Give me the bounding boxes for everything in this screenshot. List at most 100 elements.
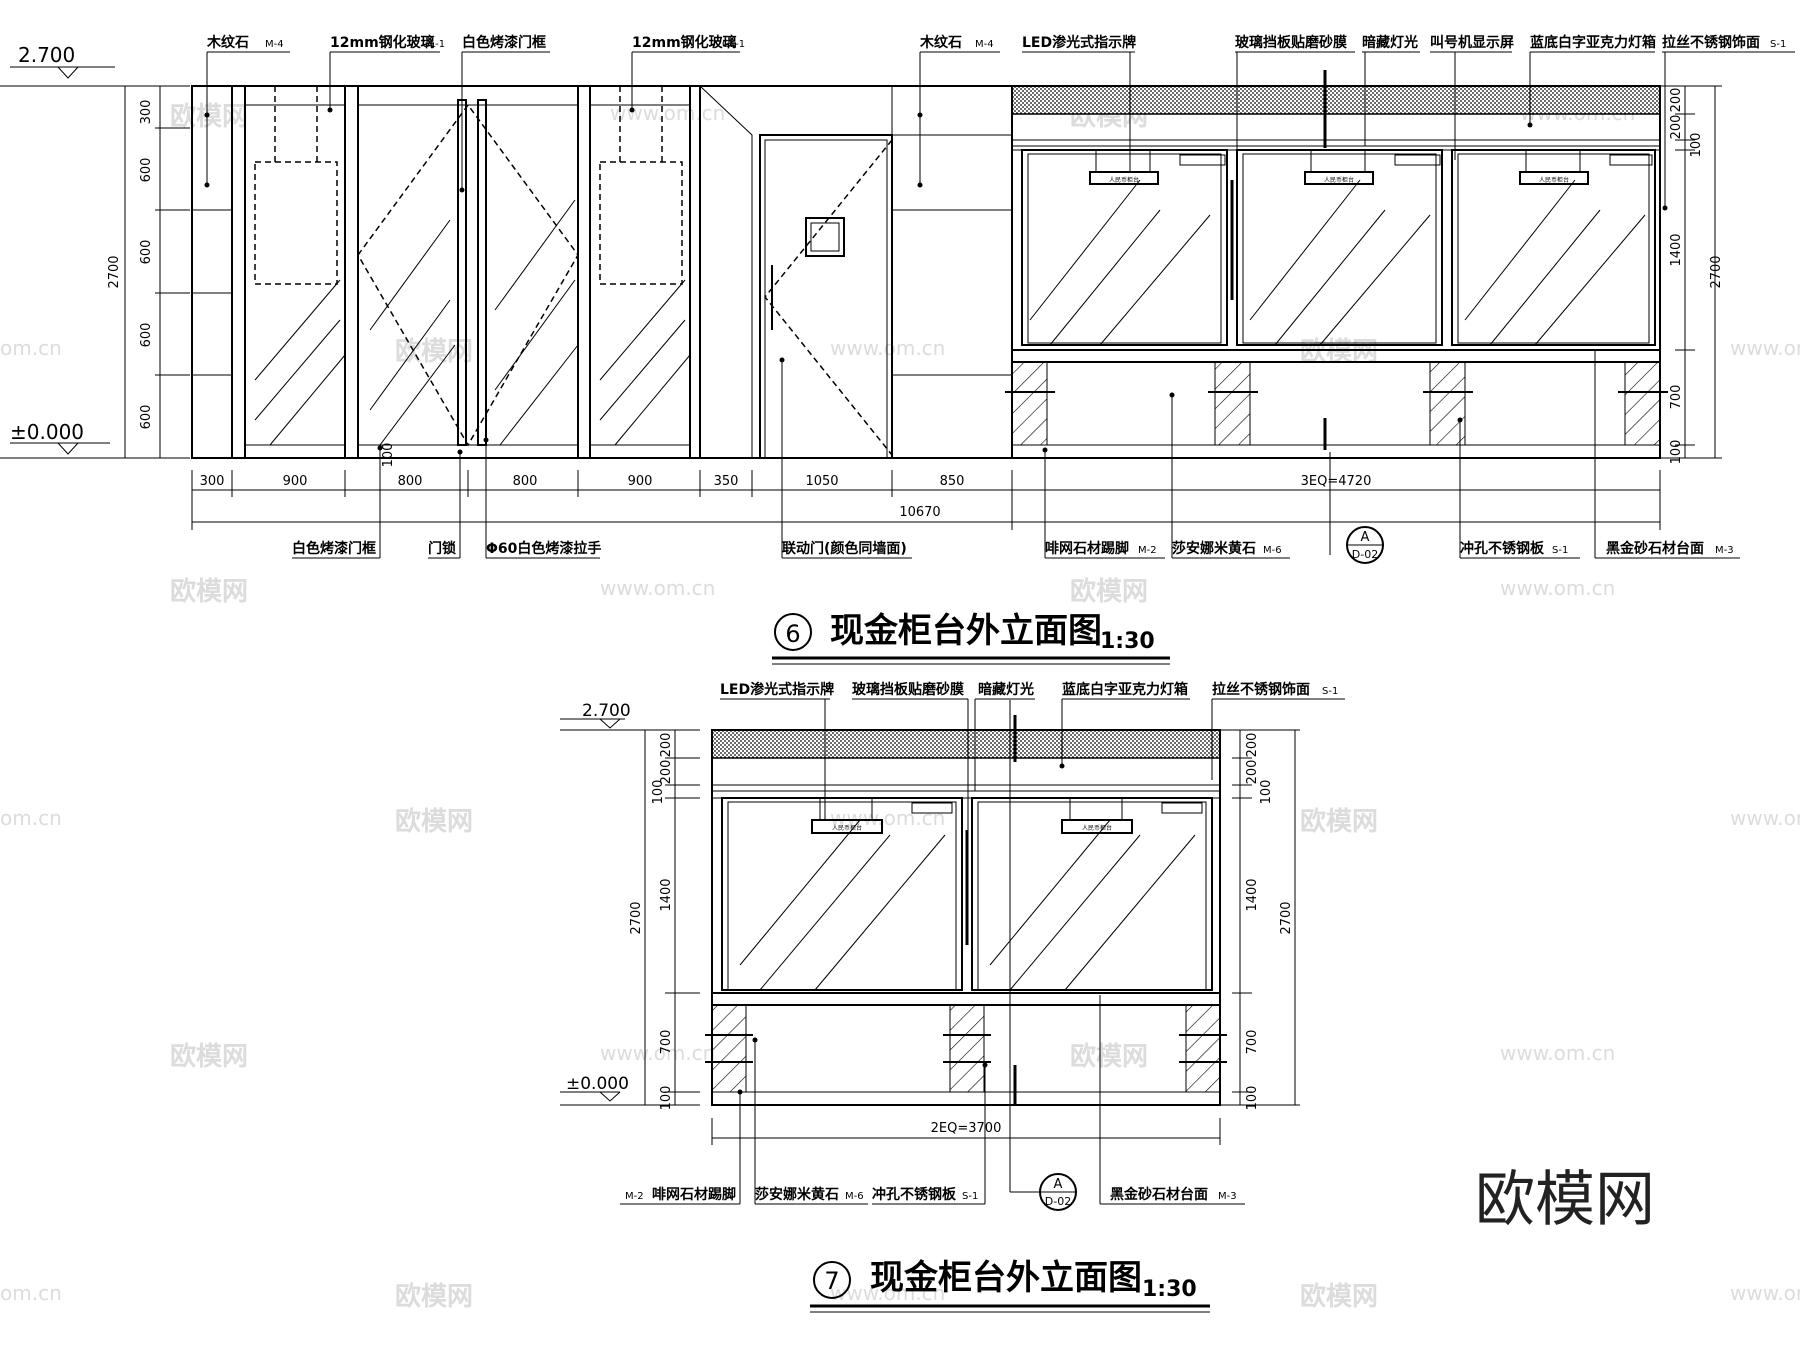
watermark-logo: 欧模网 — [1475, 1165, 1655, 1235]
watermark-url: www.om.cn — [830, 806, 945, 830]
watermark-url: www.om.cn — [600, 1041, 715, 1065]
watermark-brand: 欧模网 — [395, 336, 473, 367]
drawing-title: 现金柜台外立面图 — [870, 1258, 1142, 1298]
counter-sign-text: 人民币柜台 — [1109, 176, 1139, 184]
door-handle — [477, 99, 487, 446]
watermark-brand: 欧模网 — [1070, 576, 1148, 607]
callouts-top-7: LED渗光式指示牌 玻璃挡板贴磨砂膜 暗藏灯光 蓝底白字亚克力灯箱 拉丝不锈钢饰… — [720, 681, 1345, 940]
section-marker-id: A — [1361, 530, 1370, 545]
dim-label: 600 — [139, 323, 154, 348]
dim-total: 2700 — [629, 901, 644, 934]
callout-tag: S-1 — [1322, 686, 1338, 697]
led-sign: 人民币柜台 — [1061, 798, 1203, 834]
glass-sign-panel — [254, 161, 338, 285]
dim-total: 2700 — [1279, 901, 1294, 934]
dim-total: 10670 — [899, 505, 940, 520]
drawing-number: 6 — [785, 620, 800, 648]
callout-label: 木纹石 — [919, 34, 962, 51]
callout-tag: M-4 — [265, 39, 284, 50]
section-marker-sheet: D-02 — [1045, 1195, 1071, 1208]
lightbox-strip — [711, 729, 1221, 759]
dim-label: 1400 — [1245, 878, 1260, 911]
callout-label: 蓝底白字亚克力灯箱 — [1530, 34, 1656, 51]
callout-tag: M-2 — [1138, 545, 1157, 556]
callout-tag: M-2 — [625, 1191, 644, 1202]
dim-label: 600 — [139, 240, 154, 265]
watermark-url: www.om.cn — [1500, 576, 1615, 600]
dim-label: 600 — [139, 405, 154, 430]
counter-sign-text: 人民币柜台 — [1539, 176, 1569, 184]
counter-sign-text: 人民币柜台 — [832, 824, 862, 832]
watermark-brand: 欧模网 — [1300, 806, 1378, 837]
callout-label: 拉丝不锈钢饰面 — [1662, 34, 1760, 51]
watermark-url: www.om.cn — [1730, 1281, 1800, 1305]
watermark-url: www.om.cn — [1500, 1041, 1615, 1065]
callout-tag: S-1 — [962, 1191, 978, 1202]
watermark-url: www.om.cn — [1730, 336, 1800, 360]
dim-total: 2700 — [1709, 255, 1724, 288]
dim-label: 100 — [651, 780, 666, 805]
callout-label: 冲孔不锈钢板 — [872, 1186, 957, 1203]
dimension-left: 200 200 100 1400 700 100 2700 — [629, 729, 700, 1110]
section-marker-sheet: D-02 — [1352, 548, 1378, 561]
wall-outline — [191, 85, 1013, 459]
callout-tag: S-1 — [1770, 39, 1786, 50]
callout-label: 白色烤漆门框 — [292, 540, 376, 557]
level-label: ±0.000 — [566, 1074, 629, 1094]
watermark-url: om.cn — [0, 1281, 62, 1305]
dim-label: 700 — [659, 1030, 674, 1055]
level-mark-top: 2.700 — [560, 701, 700, 731]
watermark-url: www.om.cn — [830, 336, 945, 360]
dim-label: 200 — [1245, 733, 1260, 758]
level-label: 2.700 — [582, 701, 631, 721]
counter-7: 人民币柜台 人民币柜台 — [705, 715, 1227, 1106]
dim-label: 900 — [283, 474, 308, 489]
glass-sign-panel — [599, 161, 683, 285]
dim-label: 100 — [381, 443, 396, 468]
door-window — [805, 217, 845, 257]
dim-label: 100 — [1245, 1086, 1260, 1111]
watermark-brand: 欧模网 — [170, 101, 248, 132]
callout-label: 玻璃挡板贴磨砂膜 — [852, 681, 964, 698]
led-sign: 人民币柜台 — [1519, 150, 1653, 185]
section-marker-id: A — [1054, 1177, 1063, 1192]
callout-label: 冲孔不锈钢板 — [1460, 540, 1545, 557]
dim-total: 2EQ=3700 — [931, 1121, 1002, 1136]
dim-label: 700 — [1669, 385, 1684, 410]
led-sign: 人民币柜台 — [1304, 150, 1441, 185]
callout-tag: GL-1 — [422, 39, 445, 50]
callout-tag: M-6 — [1263, 545, 1282, 556]
callout-tag: M-6 — [845, 1191, 864, 1202]
watermark-brand: 欧模网 — [170, 1041, 248, 1072]
dim-label: 200 — [659, 760, 674, 785]
callout-label: 玻璃挡板贴磨砂膜 — [1235, 34, 1347, 51]
dim-label: 200 — [659, 733, 674, 758]
dim-label: 200 — [1245, 760, 1260, 785]
dim-label: 100 — [1669, 440, 1684, 465]
dim-label: 350 — [714, 474, 739, 489]
callout-tag: M-3 — [1218, 1191, 1237, 1202]
dimension-right: 200 200 100 1400 700 100 2700 — [1660, 85, 1724, 465]
dim-label: 200 — [1669, 88, 1684, 113]
callout-label: 莎安娜米黄石 — [755, 1186, 839, 1203]
dim-label: 100 — [1259, 780, 1274, 805]
callout-label: 木纹石 — [206, 34, 249, 51]
drawing-title-6: 6 现金柜台外立面图 1:30 — [772, 611, 1170, 665]
callout-label: 拉丝不锈钢饰面 — [1212, 681, 1310, 698]
section-marker: A D-02 — [1329, 452, 1384, 564]
callout-label: 啡网石材踢脚 — [652, 1186, 736, 1203]
callout-label: 暗藏灯光 — [1362, 34, 1418, 51]
watermark-brand: 欧模网 — [170, 576, 248, 607]
callout-label: LED渗光式指示牌 — [1022, 34, 1136, 51]
dim-label: 100 — [1689, 133, 1704, 158]
watermark-brand: 欧模网 — [395, 1281, 473, 1312]
watermark-brand: 欧模网 — [1070, 1041, 1148, 1072]
callout-label: 蓝底白字亚克力灯箱 — [1062, 681, 1188, 698]
callout-label: 黑金砂石材台面 — [1606, 540, 1704, 557]
callouts-bottom-7: M-2 啡网石材踢脚 莎安娜米黄石 M-6 冲孔不锈钢板 S-1 黑金砂石材台面… — [620, 995, 1245, 1205]
watermark-brand: 欧模网 — [395, 806, 473, 837]
callout-label: 暗藏灯光 — [978, 681, 1034, 698]
dim-label: 300 — [139, 100, 154, 125]
level-mark-top: 2.700 — [0, 43, 190, 87]
